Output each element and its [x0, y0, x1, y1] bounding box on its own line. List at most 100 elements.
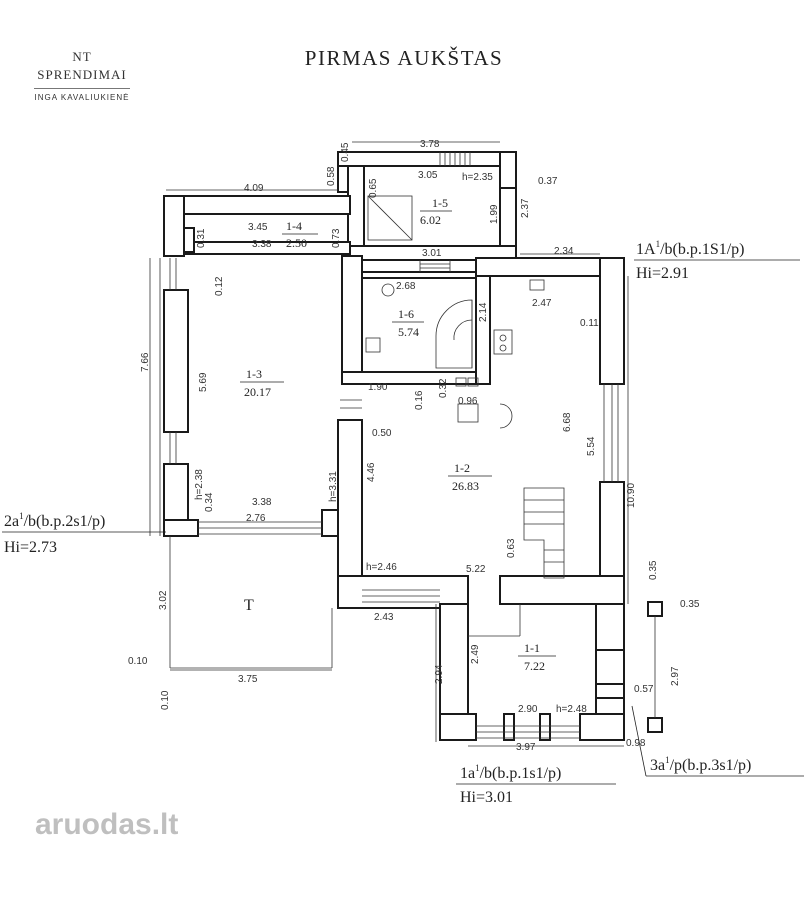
page-title: PIRMAS AUKŠTAS: [304, 46, 504, 70]
dimension-labels: 3.78 0.45 0.58 3.05 0.65 0.37 1.99 2.37 …: [128, 139, 700, 753]
watermark-text: aruodas: [35, 808, 152, 841]
dimension-label: 3.97: [516, 742, 536, 753]
room-area: 6.02: [420, 213, 441, 227]
room-area: 20.17: [244, 385, 271, 399]
logo-divider: [34, 88, 130, 89]
dimension-label: 4.09: [244, 183, 264, 194]
dimension-label: 3.02: [158, 590, 169, 610]
wall-segment: [439, 713, 477, 741]
dimension-label: 0.10: [160, 690, 171, 710]
watermark: aruodas.lt: [35, 808, 178, 842]
dimension-label: 3.05: [418, 170, 438, 181]
column: [647, 717, 663, 733]
dimension-label: 2.97: [670, 666, 681, 686]
wall-segment: [183, 227, 195, 253]
dimension-label: 0.35: [680, 599, 700, 610]
height-label: h=2.38: [194, 469, 205, 500]
entrance-code: 1a1/b(b.p.1s1/p): [460, 763, 561, 782]
dimension-label: 0.34: [204, 492, 215, 512]
dimension-label: 0.63: [506, 538, 517, 558]
walls: [163, 151, 663, 741]
room-id: 1-1: [524, 641, 540, 655]
dimension-label: 0.50: [372, 428, 392, 439]
dimension-label: 0.11: [580, 318, 599, 329]
wall-segment: [163, 519, 199, 537]
wall-segment: [337, 151, 517, 167]
dimension-label: 4.46: [366, 462, 377, 482]
dimension-label: 3.78: [420, 139, 440, 150]
dimension-label: 7.66: [140, 352, 151, 372]
column: [647, 601, 663, 617]
dimension-label: 3.38: [252, 239, 272, 250]
dimension-label: 0.96: [458, 396, 478, 407]
height-label: h=3.31: [328, 471, 339, 502]
wall-segment: [341, 255, 363, 385]
dimension-label: 0.58: [326, 166, 337, 186]
wall-segment: [599, 257, 625, 385]
dimension-label: 0.37: [538, 176, 558, 187]
dimension-label: 2.90: [518, 704, 538, 715]
detail-lines: [149, 141, 656, 747]
dimension-label: 5.69: [198, 372, 209, 392]
wall-segment: [595, 683, 625, 699]
room-id: 1-4: [286, 219, 302, 233]
dimension-label: 2.37: [520, 198, 531, 218]
room-area: 5.74: [398, 325, 419, 339]
dimension-label: 0.16: [414, 390, 425, 410]
room-area: 2.50: [286, 236, 307, 250]
room-id: 1-5: [432, 196, 448, 210]
dimension-label: 0.12: [214, 276, 225, 296]
wall-segment: [361, 271, 483, 279]
room-area: 7.22: [524, 659, 545, 673]
dimension-label: 5.22: [466, 564, 486, 575]
entrance-code: 2a1/b(b.p.2s1/p): [4, 511, 105, 530]
dimension-label: 3.38: [252, 497, 272, 508]
dimension-label: 1.99: [489, 204, 500, 224]
dimension-label: 2.47: [532, 298, 552, 309]
dimension-label: 2.49: [470, 644, 481, 664]
dimension-label: 0.98: [626, 738, 646, 749]
height-label: h=2.35: [462, 172, 493, 183]
dimension-label: 2.43: [374, 612, 394, 623]
dimension-label: 2.68: [396, 281, 416, 292]
dimension-label: 1.90: [368, 382, 388, 393]
entrance-hi: Hi=3.01: [460, 789, 513, 806]
entrance-code: 3a1/p(b.p.3s1/p): [650, 755, 751, 774]
logo-line1: NT: [72, 49, 92, 64]
room-id: 1-2: [454, 461, 470, 475]
dimension-label: 0.73: [331, 228, 342, 248]
wall-segment: [579, 713, 625, 741]
dimension-label: 0.65: [368, 178, 379, 198]
wall-segment: [503, 713, 515, 741]
height-label: h=2.46: [366, 562, 397, 573]
logo-line2: SPRENDIMAI: [37, 67, 127, 82]
room-id: 1-6: [398, 307, 414, 321]
dimension-label: 0.57: [634, 684, 654, 695]
logo-line3: INGA KAVALIUKIENĖ: [34, 93, 130, 102]
height-labels: h=2.35 h=2.38 h=3.31 h=2.46 h=2.48: [194, 172, 587, 715]
wall-segment: [539, 713, 551, 741]
terrace-label: T: [244, 597, 254, 614]
wall-segment: [163, 195, 185, 257]
entrance-hi: Hi=2.91: [636, 265, 689, 282]
dimension-label: 3.75: [238, 674, 258, 685]
dimension-label: 0.31: [196, 228, 207, 248]
wall-segment: [595, 603, 625, 651]
room-labels: 1-5 6.02 1-4 2.50 1-6 5.74 1-3 20.17 1-2…: [240, 196, 556, 673]
room-id: 1-3: [246, 367, 262, 381]
dimension-label: 2.14: [478, 302, 489, 322]
dimension-label: 0.32: [438, 378, 449, 398]
dimension-label: 3.01: [422, 248, 442, 259]
dimension-label: 3.45: [248, 222, 268, 233]
wall-segment: [499, 151, 517, 191]
wall-segment: [163, 289, 189, 433]
room-area: 26.83: [452, 479, 479, 493]
logo: NT SPRENDIMAI INGA KAVALIUKIENĖ: [22, 48, 142, 102]
dimension-label: 0.35: [648, 560, 659, 580]
wall-segment: [337, 575, 469, 609]
entrance-code: 1A1/b(b.p.1S1/p): [636, 239, 745, 258]
wall-segment: [321, 509, 339, 537]
dimension-label: 2.34: [554, 246, 574, 257]
dimension-label: 0.45: [340, 142, 351, 162]
